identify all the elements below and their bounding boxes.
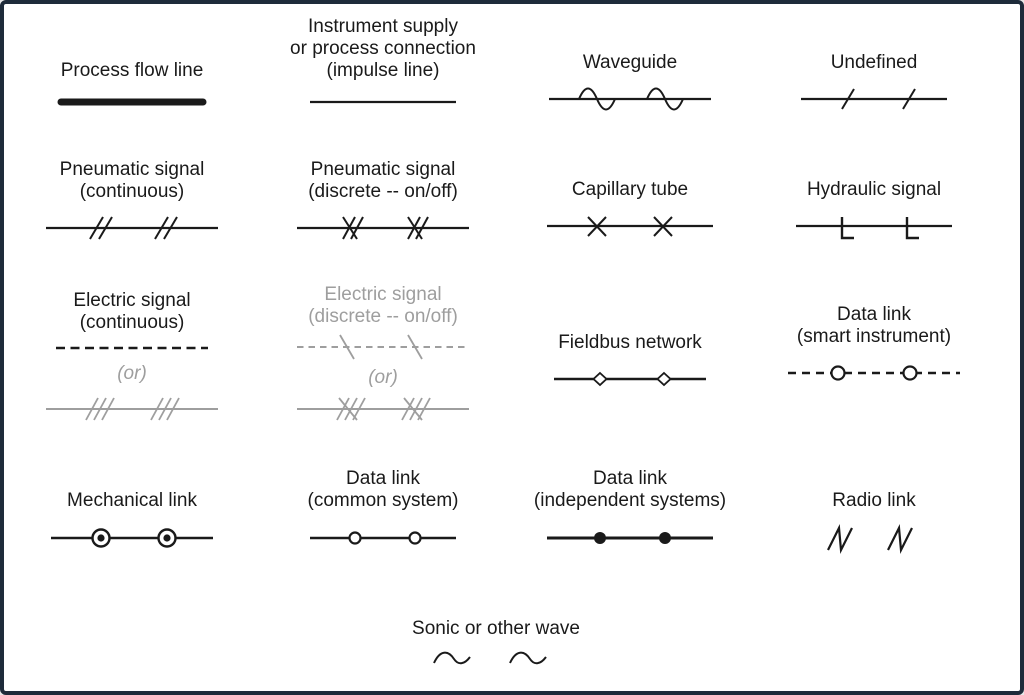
legend-item-datalink-independent: Data link (independent systems) <box>502 466 758 556</box>
undefined-label: Undefined <box>830 52 918 73</box>
legend-item-radio-link: Radio link <box>756 466 992 556</box>
radio-link-label: Radio link <box>832 490 916 511</box>
datalink-common-line-icon <box>310 531 456 545</box>
legend-item-electric-continuous: Electric signal (continuous) (or) <box>12 284 252 426</box>
waveguide-icon <box>549 87 711 111</box>
datalink-independent-label: Data link (independent systems) <box>533 468 727 511</box>
electric-continuous-dashed-line-icon <box>56 346 208 350</box>
mechanical-link-label: Mechanical link <box>67 490 197 511</box>
legend-item-capillary-tube: Capillary tube <box>502 159 758 243</box>
sonic-wave-label: Sonic or other wave <box>412 618 580 639</box>
electric-continuous-or-label: (or) <box>117 363 147 384</box>
legend-item-impulse-line: Instrument supply or process connection … <box>256 10 510 114</box>
datalink-independent-line-icon <box>547 532 713 544</box>
electric-continuous-alt-line-icon <box>46 397 218 421</box>
fieldbus-network-line-icon <box>554 371 706 387</box>
undefined-line-icon <box>801 88 947 110</box>
electric-discrete-or-label: (or) <box>368 367 398 388</box>
waveguide-label: Waveguide <box>582 52 678 73</box>
impulse-line-label: Instrument supply or process connection … <box>290 16 476 81</box>
legend-item-pneumatic-discrete: Pneumatic signal (discrete -- on/off) <box>256 159 510 243</box>
datalink-smart-line-icon <box>788 365 960 381</box>
electric-discrete-dashed-line-icon <box>297 334 469 360</box>
legend-item-waveguide: Waveguide <box>502 14 758 116</box>
datalink-smart-label: Data link (smart instrument) <box>796 304 952 347</box>
legend-item-datalink-common: Data link (common system) <box>256 466 510 556</box>
electric-discrete-alt-line-icon <box>297 397 469 421</box>
radio-link-icon <box>827 524 913 554</box>
hydraulic-signal-label: Hydraulic signal <box>806 179 942 200</box>
legend-item-undefined: Undefined <box>756 14 992 116</box>
legend-item-fieldbus-network: Fieldbus network <box>502 330 758 396</box>
process-flow-line-label: Process flow line <box>60 60 204 81</box>
legend-item-datalink-smart: Data link (smart instrument) <box>756 300 992 390</box>
process-flow-line-icon <box>57 98 207 106</box>
electric-discrete-label: Electric signal (discrete -- on/off) <box>308 284 458 327</box>
hydraulic-signal-line-icon <box>796 217 952 240</box>
capillary-tube-line-icon <box>547 216 713 237</box>
legend-item-sonic-wave: Sonic or other wave <box>316 616 676 672</box>
datalink-common-label: Data link (common system) <box>307 468 459 511</box>
legend-item-pneumatic-continuous: Pneumatic signal (continuous) <box>12 159 252 243</box>
sonic-wave-icon <box>433 651 547 665</box>
pneumatic-discrete-line-icon <box>297 216 469 240</box>
legend-item-hydraulic-signal: Hydraulic signal <box>756 159 992 243</box>
legend-item-mechanical-link: Mechanical link <box>12 466 252 556</box>
legend-item-process-flow-line: Process flow line <box>12 14 252 114</box>
mechanical-link-line-icon <box>51 528 213 548</box>
impulse-line-icon <box>310 100 456 104</box>
legend-item-electric-discrete: Electric signal (discrete -- on/off) (or… <box>256 284 510 426</box>
pneumatic-continuous-label: Pneumatic signal (continuous) <box>59 159 205 202</box>
capillary-tube-label: Capillary tube <box>571 179 689 200</box>
fieldbus-network-label: Fieldbus network <box>558 332 702 353</box>
pneumatic-continuous-line-icon <box>46 216 218 240</box>
pneumatic-discrete-label: Pneumatic signal (discrete -- on/off) <box>308 159 458 202</box>
electric-continuous-label: Electric signal (continuous) <box>73 290 191 333</box>
